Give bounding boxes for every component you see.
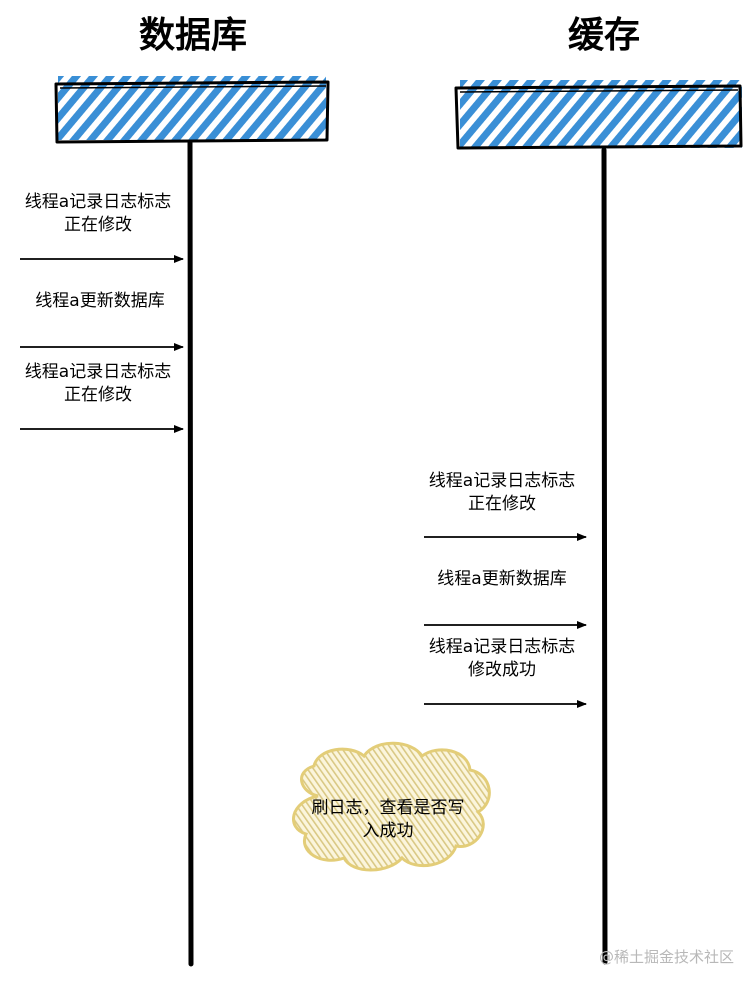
cache-step-3-line-2: 修改成功 <box>468 660 536 680</box>
cache-title: 缓存 <box>567 15 640 56</box>
database-step-3-line-1: 线程a记录日志标志 <box>24 362 172 382</box>
database-step-3-label: 线程a记录日志标志 正在修改 <box>0 361 198 407</box>
watermark-text: @稀土掘金技术社区 <box>598 948 734 966</box>
database-step-1-line-2: 正在修改 <box>64 215 132 235</box>
cache-lifeline <box>601 147 608 965</box>
cache-step-2-label: 线程a更新数据库 <box>402 568 602 591</box>
cache-step-1-line-1: 线程a记录日志标志 <box>428 471 576 491</box>
database-title: 数据库 <box>138 15 247 56</box>
cache-header-box <box>454 80 743 150</box>
database-step-1-line-1: 线程a记录日志标志 <box>24 192 172 212</box>
database-lifeline <box>187 139 194 967</box>
cache-step-1-label: 线程a记录日志标志 正在修改 <box>402 470 602 516</box>
cache-step-1-line-2: 正在修改 <box>468 494 536 514</box>
database-step-2-label: 线程a更新数据库 <box>0 290 200 313</box>
database-header-box <box>54 76 330 144</box>
cloud-note-label: 刷日志，查看是否写 入成功 <box>288 797 488 843</box>
database-step-2-line-1: 线程a更新数据库 <box>35 291 165 311</box>
cache-step-3-label: 线程a记录日志标志 修改成功 <box>402 636 602 682</box>
database-step-3-line-2: 正在修改 <box>64 385 132 405</box>
cloud-note-line-1: 刷日志，查看是否写 <box>311 798 465 818</box>
cloud-note-line-2: 入成功 <box>362 821 414 841</box>
cloud-note-shape <box>292 741 491 872</box>
database-step-1-label: 线程a记录日志标志 正在修改 <box>0 191 198 237</box>
cache-step-2-line-1: 线程a更新数据库 <box>437 569 567 589</box>
cache-step-3-line-1: 线程a记录日志标志 <box>428 637 576 657</box>
